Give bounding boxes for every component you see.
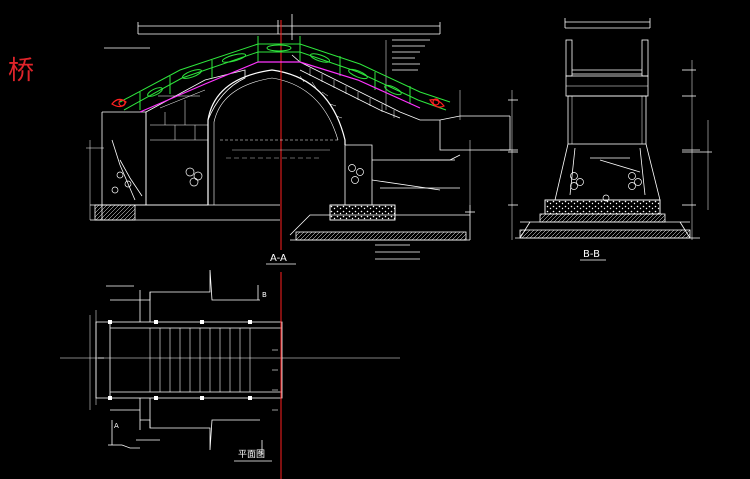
left-footing — [94, 204, 136, 221]
plan-view — [60, 269, 400, 455]
railing-ornaments — [111, 98, 445, 108]
main-arch — [207, 69, 346, 205]
railing-aa — [119, 36, 451, 111]
left-spandrel — [145, 69, 246, 206]
section-label-aa: A-A — [270, 253, 287, 264]
cut-marker-a: A — [114, 422, 119, 430]
section-label-plan: 平面图 — [238, 449, 265, 460]
elevation-aa — [86, 14, 511, 260]
section-bb — [508, 18, 712, 240]
section-label-bb: B-B — [583, 249, 600, 260]
cut-marker-b: B — [262, 291, 267, 299]
right-stair-profile — [291, 54, 510, 121]
page-title-char: 桥 — [8, 56, 35, 86]
right-pier-footing — [329, 204, 396, 221]
deck-highlight — [139, 61, 421, 113]
left-abutment — [102, 111, 147, 206]
